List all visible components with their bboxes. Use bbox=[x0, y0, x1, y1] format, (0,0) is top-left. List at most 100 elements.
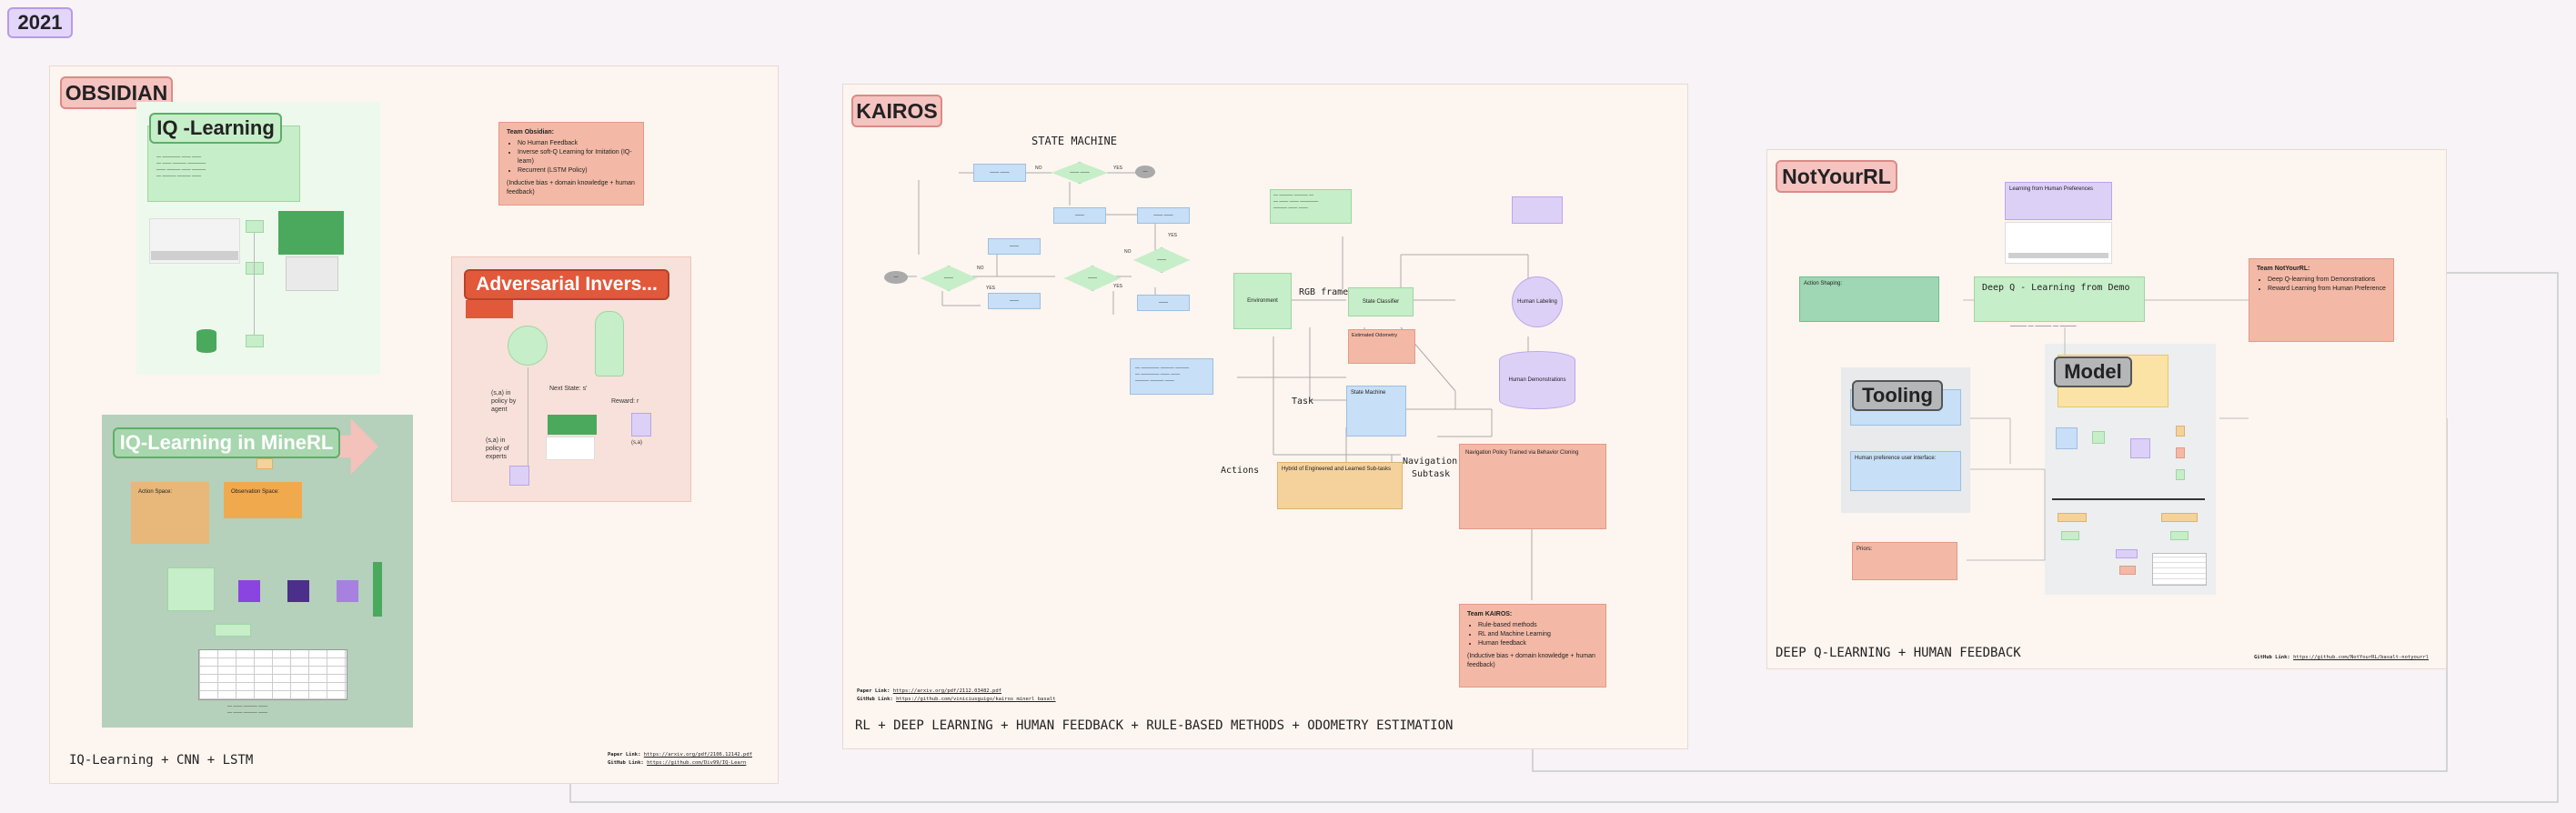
kairos-github-link[interactable]: https://github.com/viniciusguigo/kairos_… bbox=[896, 697, 1056, 702]
notyourrl-connectors bbox=[1963, 299, 2249, 561]
minerl-observation-space-note: Observation Space: bbox=[224, 482, 302, 518]
model-divider bbox=[2052, 498, 2205, 500]
human-preference-ui-title: Human preference user interface: bbox=[1855, 456, 1937, 461]
kairos-tag[interactable]: KAIROS bbox=[851, 95, 942, 127]
model-bottom-purple bbox=[2116, 549, 2138, 558]
navigation-policy-note: Navigation Policy Trained via Behavior C… bbox=[1459, 444, 1606, 529]
minerl-q-box bbox=[287, 580, 309, 602]
state-machine-title: STATE MACHINE bbox=[1031, 135, 1117, 147]
kairos-footer: RL + DEEP LEARNING + HUMAN FEEDBACK + RU… bbox=[855, 718, 1454, 733]
adversarial-expert-box bbox=[509, 466, 529, 486]
adversarial-pair2-label: (s,a) in policy of experts bbox=[486, 437, 509, 460]
model-bottom-orange-2 bbox=[2161, 513, 2198, 522]
team-kairos-item: Human feedback bbox=[1478, 639, 1598, 648]
minerl-cnn-box bbox=[167, 567, 215, 611]
obsidian-github-label: GitHub Link: bbox=[608, 760, 644, 766]
sm-yes-label-2: YES bbox=[986, 286, 996, 291]
hybrid-subtasks-note: Hybrid of Engineered and Learned Sub-tas… bbox=[1277, 462, 1403, 509]
minerl-action-space-note: Action Space: bbox=[131, 482, 209, 544]
sm-state-1: —— —— bbox=[973, 164, 1026, 182]
state-classifier-node: State Classifier bbox=[1348, 287, 1414, 316]
team-obsidian-item: Recurrent (LSTM Policy) bbox=[518, 166, 636, 176]
minerl-small-orange bbox=[257, 458, 273, 469]
minerl-tag[interactable]: IQ-Learning in MineRL bbox=[113, 427, 340, 458]
sm-yes-label-4: YES bbox=[1168, 233, 1178, 238]
action-shaping-note: Action Shaping: bbox=[1799, 276, 1939, 322]
kairos-green-note bbox=[1270, 189, 1352, 224]
sm-state-6: —— bbox=[1137, 295, 1190, 311]
human-labeling-node: Human Labeling bbox=[1512, 276, 1563, 327]
team-notyourrl-item: Reward Learning from Human Preference bbox=[2268, 285, 2386, 294]
team-obsidian-item: Inverse soft-Q Learning for Imitation (I… bbox=[518, 148, 636, 166]
deep-q-formula: ——— — ——— — ——— bbox=[2010, 324, 2077, 329]
notyourrl-footer: DEEP Q-LEARNING + HUMAN FEEDBACK bbox=[1776, 646, 2021, 660]
lfhp-title: Learning from Human Preferences bbox=[2009, 186, 2094, 192]
obsidian-links: Paper Link: https://arxiv.org/pdf/2106.1… bbox=[608, 751, 752, 768]
kairos-paper-label: Paper Link: bbox=[857, 688, 891, 694]
notyourrl-github-link[interactable]: https://github.com/NotYourRL/basalt-noty… bbox=[2293, 655, 2430, 660]
team-kairos-title: Team KAIROS: bbox=[1467, 611, 1513, 617]
tooling-tag[interactable]: Tooling bbox=[1852, 380, 1943, 411]
team-kairos-item: RL and Machine Learning bbox=[1478, 630, 1598, 639]
notyourrl-links: GitHub Link: https://github.com/NotYourR… bbox=[2254, 655, 2429, 660]
team-obsidian-bias: (Inductive bias + domain knowledge + hum… bbox=[507, 180, 635, 196]
team-kairos-note: Team KAIROS: Rule-based methods RL and M… bbox=[1459, 604, 1606, 688]
kairos-blue-note-text: — ———— ——— ———— ———— —— ————— ——— —— bbox=[1135, 366, 1190, 384]
model-tag[interactable]: Model bbox=[2054, 356, 2132, 387]
navigation-policy-title: Navigation Policy Trained via Behavior C… bbox=[1465, 450, 1579, 456]
kairos-github-label: GitHub Link: bbox=[857, 697, 893, 702]
minerl-results-table bbox=[198, 649, 347, 700]
minerl-bottom-node bbox=[215, 624, 251, 637]
minerl-out-box bbox=[337, 580, 358, 602]
iq-learning-tag[interactable]: IQ -Learning bbox=[149, 113, 282, 144]
sm-no-label-2: NO bbox=[977, 266, 984, 271]
iq-connector bbox=[254, 233, 255, 335]
kairos-green-note-text: — ——— ——— —— —— —— ——————— —— —— bbox=[1273, 193, 1319, 211]
obsidian-paper-label: Paper Link: bbox=[608, 752, 641, 758]
iq-node-1 bbox=[246, 220, 264, 233]
year-tag[interactable]: 2021 bbox=[7, 7, 73, 38]
notyourrl-github-label: GitHub Link: bbox=[2254, 655, 2290, 660]
iq-learning-summary-text: — ———— —— ——— —— ——— —————— ——— —— ———— … bbox=[156, 155, 206, 179]
kairos-paper-link[interactable]: https://arxiv.org/pdf/2112.03482.pdf bbox=[892, 688, 1001, 694]
model-bottom-green-1 bbox=[2061, 531, 2079, 540]
minerl-stack bbox=[373, 562, 382, 617]
sm-state-3: —— —— bbox=[1137, 207, 1190, 224]
adversarial-pair1-label: (s,a) in policy by agent bbox=[491, 390, 517, 413]
kairos-purple-note bbox=[1512, 196, 1563, 224]
deep-q-title: Deep Q - Learning from Demo bbox=[1982, 283, 2130, 293]
model-out-box-1 bbox=[2176, 426, 2185, 437]
obsidian-footer: IQ-Learning + CNN + LSTM bbox=[69, 753, 254, 768]
hybrid-subtasks-title: Hybrid of Engineered and Learned Sub-tas… bbox=[1282, 467, 1392, 472]
minerl-action-space-title: Action Space: bbox=[138, 489, 173, 495]
team-notyourrl-title: Team NotYourRL: bbox=[2257, 266, 2310, 272]
actions-label: Actions bbox=[1221, 466, 1260, 476]
obsidian-github-link[interactable]: https://github.com/Div99/IQ-Learn bbox=[647, 760, 747, 766]
obsidian-paper-link[interactable]: https://arxiv.org/pdf/2106.12142.pdf bbox=[643, 752, 752, 758]
adversarial-discriminator-box bbox=[548, 415, 597, 435]
iq-node-2 bbox=[246, 262, 264, 275]
adversarial-next-state-label: Next State: s' bbox=[549, 386, 588, 392]
adversarial-sprime-label: (s,a) bbox=[631, 440, 642, 446]
notyourrl-tag[interactable]: NotYourRL bbox=[1776, 160, 1897, 193]
lfhp-note: Learning from Human Preferences bbox=[2005, 182, 2112, 220]
minerl-lstm-box bbox=[238, 580, 260, 602]
priors-note: Priors: bbox=[1852, 542, 1957, 580]
iq-algorithm-box bbox=[278, 211, 344, 255]
lfhp-image-bar bbox=[2008, 253, 2108, 258]
team-kairos-bias: (Inductive bias + domain knowledge + hum… bbox=[1467, 653, 1595, 668]
human-preference-ui-note: Human preference user interface: bbox=[1850, 451, 1961, 491]
model-cnn-box bbox=[2092, 431, 2105, 444]
sm-state-2: —— bbox=[1053, 207, 1106, 224]
human-demonstrations-node: Human Demonstrations bbox=[1499, 351, 1575, 409]
estimated-odometry-title: Estimated Odometry bbox=[1352, 333, 1398, 338]
sm-state-4: —— bbox=[988, 238, 1041, 255]
model-bottom-green-2 bbox=[2170, 531, 2189, 540]
sm-end-state: — bbox=[1135, 166, 1155, 178]
model-lstm-box bbox=[2130, 438, 2150, 458]
environment-node: Environment bbox=[1233, 273, 1292, 329]
adversarial-policy-circle bbox=[508, 326, 548, 366]
adversarial-tag[interactable]: Adversarial Invers... bbox=[464, 269, 669, 300]
adversarial-sprime-box bbox=[631, 413, 651, 437]
adversarial-red-note bbox=[466, 300, 513, 318]
